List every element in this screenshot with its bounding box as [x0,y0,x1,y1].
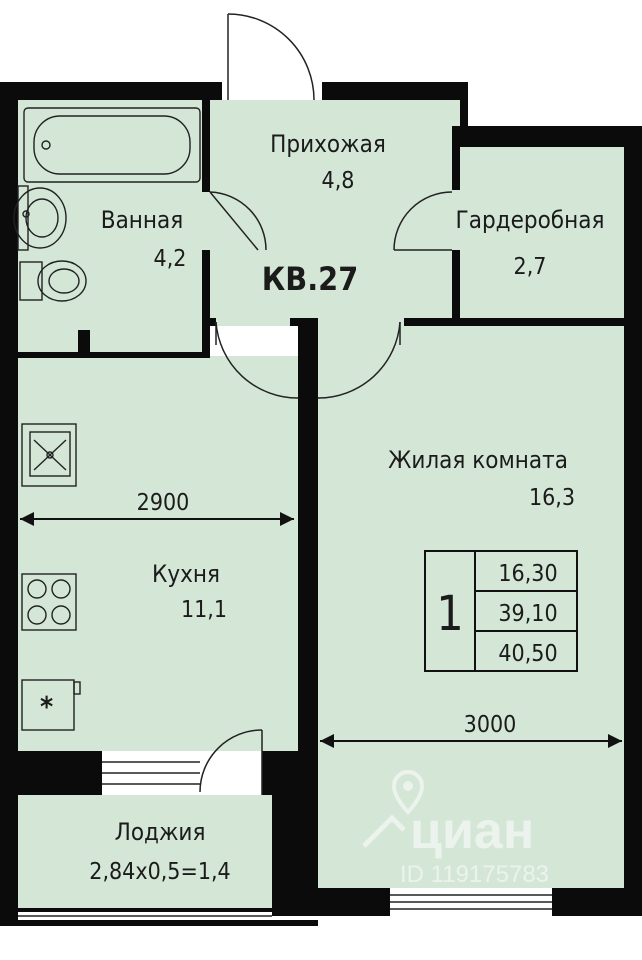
sink [13,185,67,251]
loggia-floor [18,795,272,908]
wall-hall-wardrobe-bottom [452,250,460,322]
wall-hall-left-cap [202,318,216,326]
wall-bath-bottom [18,352,210,358]
living-dimension-label: 3000 [464,712,517,738]
wardrobe-door [393,190,460,251]
loggia-door [199,729,263,795]
hallway-area: 4,8 [322,168,355,194]
bathroom-name: Ванная [101,206,184,234]
loggia-name: Лоджия [115,818,206,846]
hallway-name: Прихожая [270,130,386,158]
watermark: циан ID 119175783 [362,770,549,888]
rooms-count: 1 [436,586,463,642]
living-door [317,318,404,399]
wall-bath-notch [78,330,90,356]
watermark-brand: циан [410,802,534,860]
doors [199,13,460,795]
total-area-value: 39,10 [498,601,557,627]
wall-loggia-right [272,751,318,916]
wall-loggia-bottom2 [0,920,318,926]
living-name: Жилая комната [388,446,568,474]
wall-central [298,318,318,888]
living-area: 16,3 [529,485,575,511]
toilet [19,260,87,302]
wall-bath-hall-top [202,100,210,192]
wall-right-step [460,82,468,146]
kitchen-floor [18,356,298,751]
bathroom-floor [18,100,210,352]
wall-outer-right [624,126,642,916]
wall-hall-wardrobe-top [452,126,460,190]
bathtub [23,107,201,183]
wall-top-wardrobe [460,126,642,147]
living-dimension: 3000 [320,712,622,748]
wall-loggia-bottom [0,908,318,912]
apartment-number: КВ.27 [262,260,358,298]
wall-kitchen-loggia-left [0,751,102,795]
bathroom-door [202,191,267,251]
wall-central-cap [290,318,318,326]
kitchen-area: 11,1 [181,597,227,623]
room-floors [18,100,624,908]
kitchen-dimension-label: 2900 [137,490,190,516]
wall-top-left [0,82,222,100]
kitchen-name: Кухня [152,560,220,588]
total-with-loggia-value: 40,50 [498,641,557,667]
wall-outer-left [0,82,18,920]
summary-table: 1 16,30 39,10 40,50 [424,550,578,672]
wardrobe-area: 2,7 [514,254,547,280]
living-area-value: 16,30 [498,561,557,587]
living-window [390,888,552,916]
location-pin-icon [362,770,425,848]
wall-top-right [322,82,468,100]
wall-wardrobe-bottom [404,318,624,326]
kitchen-door [215,318,299,399]
fridge: * [21,679,81,731]
entrance-door [222,13,322,101]
walls [0,82,642,926]
watermark-id: ID 119175783 [400,861,549,888]
kitchen-dimension: 2900 [20,490,294,526]
bathroom-area: 4,2 [154,246,187,272]
wardrobe-floor [456,147,624,318]
wall-bath-hall-bottom [202,250,210,356]
svg-text:*: * [40,690,53,723]
wall-bottom-right [552,888,642,916]
loggia-window [18,912,272,920]
kitchen-sink [21,423,77,487]
wardrobe-name: Гардеробная [456,206,605,234]
stove [21,573,77,631]
loggia-area: 2,84x0,5=1,4 [89,859,230,885]
